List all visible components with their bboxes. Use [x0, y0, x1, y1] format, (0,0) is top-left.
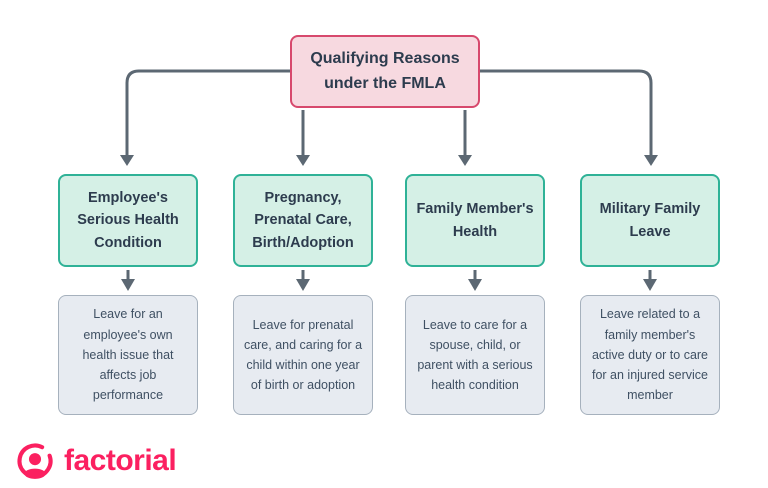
- person-in-circle-icon: [17, 443, 53, 479]
- arrowhead-desc2: [296, 279, 310, 291]
- description-text: Leave related to a family member's activ…: [591, 307, 709, 403]
- description-node-military-family-leave: Leave related to a family member's activ…: [580, 295, 720, 415]
- arrowhead-desc1: [121, 279, 135, 291]
- factorial-logo: factorial: [14, 438, 264, 484]
- branch-node-pregnancy-birth-adoption: Pregnancy, Prenatal Care, Birth/Adoption: [233, 174, 373, 267]
- description-node-family-member-health: Leave to care for a spouse, child, or pa…: [405, 295, 545, 415]
- description-text: Leave to care for a spouse, child, or pa…: [417, 317, 533, 393]
- description-text: Leave for an employee's own health issue…: [82, 307, 174, 403]
- connector-root-branch1: [125, 69, 290, 155]
- connector-root-branch4: [480, 69, 653, 155]
- arrowhead-desc3: [468, 279, 482, 291]
- branch-node-military-family-leave: Military Family Leave: [580, 174, 720, 267]
- description-node-employee-health: Leave for an employee's own health issue…: [58, 295, 198, 415]
- branch-label: Employee's Serious Health Condition: [77, 189, 179, 251]
- branch-label: Military Family Leave: [599, 201, 701, 240]
- arrowhead-branch2: [296, 155, 310, 166]
- root-node-qualifying-reasons: Qualifying Reasons under the FMLA: [290, 35, 480, 108]
- branch-label: Family Member's Health: [416, 201, 534, 240]
- root-node-title: Qualifying Reasons under the FMLA: [310, 49, 460, 92]
- arrowhead-branch4: [644, 155, 658, 166]
- branch-node-family-member-health: Family Member's Health: [405, 174, 545, 267]
- factorial-wordmark: factorial: [64, 444, 177, 477]
- branch-node-employee-health: Employee's Serious Health Condition: [58, 174, 198, 267]
- arrowhead-branch3: [458, 155, 472, 166]
- description-node-pregnancy-birth-adoption: Leave for prenatal care, and caring for …: [233, 295, 373, 415]
- arrowhead-branch1: [120, 155, 134, 166]
- arrowhead-desc4: [643, 279, 657, 291]
- description-text: Leave for prenatal care, and caring for …: [243, 317, 363, 393]
- branch-label: Pregnancy, Prenatal Care, Birth/Adoption: [252, 189, 354, 251]
